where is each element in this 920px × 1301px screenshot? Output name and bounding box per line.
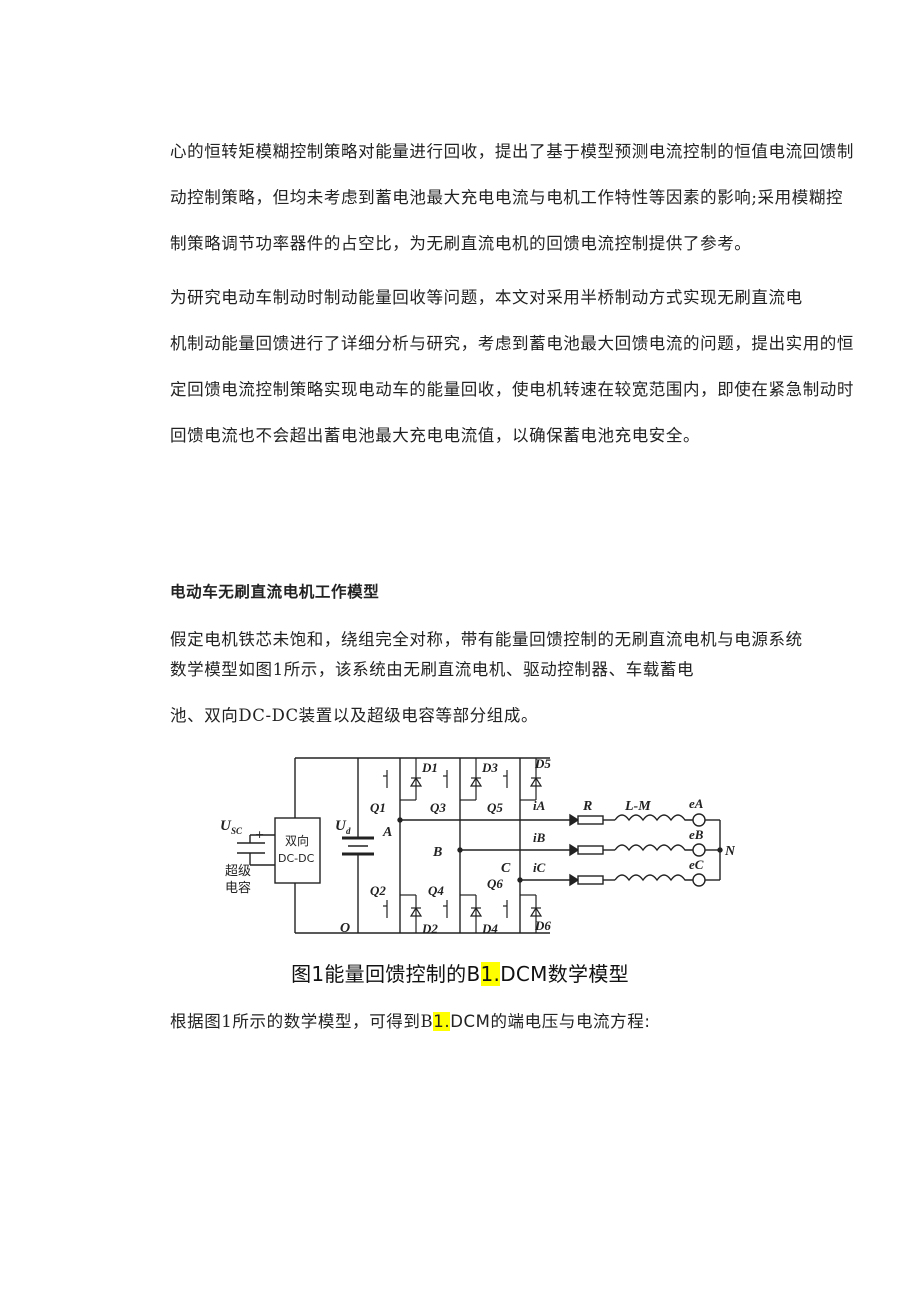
label-r: R xyxy=(582,799,592,814)
figure-caption: 图1能量回馈控制的B1.DCM数学模型 xyxy=(0,958,920,987)
intro-highlight: 1. xyxy=(433,1012,451,1031)
label-eb: eB xyxy=(689,827,704,842)
equation-intro-line: 根据图1所示的数学模型，可得到B1.DCM的端电压与电流方程: xyxy=(170,1012,651,1032)
label-usc-sub: SC xyxy=(231,826,243,836)
label-node-b: B xyxy=(432,845,442,860)
label-ib: iB xyxy=(533,830,546,845)
label-ec: eC xyxy=(689,857,704,872)
paragraph-3-line-1: 假定电机铁芯未饱和，绕组完全对称，带有能量回馈控制的无刷直流电机与电源系统 xyxy=(170,630,803,649)
label-lm: L-M xyxy=(624,799,651,814)
label-d3: D3 xyxy=(481,760,498,775)
paragraph-3-line-3: 池、双向DC-DC装置以及超级电容等部分组成。 xyxy=(170,706,539,725)
label-q4: Q4 xyxy=(428,883,444,898)
paragraph-1-line-1: 心的恒转矩模糊控制策略对能量进行回收，提出了基于模型预测电流控制的恒值电流回馈制 xyxy=(170,142,854,161)
intro-suffix: DCM的端电压与电流方程: xyxy=(450,1012,651,1031)
label-dcdc-2: DC-DC xyxy=(278,852,315,865)
label-d2: D2 xyxy=(421,921,438,936)
label-usc: U xyxy=(220,818,232,834)
label-node-o: O xyxy=(340,921,350,936)
paragraph-2-line-3: 定回馈电流控制策略实现电动车的能量回收，使电机转速在较宽范围内，即使在紧急制动时 xyxy=(170,380,854,399)
paragraph-1-line-2: 动控制策略，但均未考虑到蓄电池最大充电电流与电机工作特性等因素的影响;采用模糊控 xyxy=(170,188,844,207)
label-supercap-2: 电容 xyxy=(225,880,251,896)
label-node-n: N xyxy=(724,844,735,859)
intro-prefix: 根据图1所示的数学模型，可得到B xyxy=(170,1012,434,1031)
label-q6: Q6 xyxy=(487,876,503,891)
label-ud: U xyxy=(335,818,347,834)
label-dcdc-1: 双向 xyxy=(285,833,309,848)
label-plus: + xyxy=(255,828,264,841)
section-heading: 电动车无刷直流电机工作模型 xyxy=(170,583,380,601)
paragraph-2-line-4: 回馈电流也不会超出蓄电池最大充电电流值，以确保蓄电池充电安全。 xyxy=(170,426,701,445)
label-d1: D1 xyxy=(421,760,438,775)
paragraph-1-line-3: 制策略调节功率器件的占空比，为无刷直流电机的回馈电流控制提供了参考。 xyxy=(170,234,752,253)
caption-highlight: 1. xyxy=(480,962,501,986)
label-ia: iA xyxy=(533,798,546,813)
label-d5: D5 xyxy=(534,756,551,771)
paragraph-2-line-2: 机制动能量回馈进行了详细分析与研究，考虑到蓄电池最大回馈电流的问题，提出实用的恒 xyxy=(170,334,854,353)
label-d4: D4 xyxy=(481,921,498,936)
label-q3: Q3 xyxy=(430,800,446,815)
label-ea: eA xyxy=(689,796,704,811)
label-ic: iC xyxy=(533,860,546,875)
caption-prefix: 图1能量回馈控制的B xyxy=(291,962,481,986)
label-node-a: A xyxy=(382,825,392,840)
label-d6: D6 xyxy=(534,918,551,933)
circuit-diagram: U SC + 超级 电容 双向 DC-DC U d A B C O N Q1 Q… xyxy=(215,750,736,940)
caption-suffix: DCM数学模型 xyxy=(500,962,629,986)
label-ud-sub: d xyxy=(346,826,351,836)
label-supercap-1: 超级 xyxy=(225,864,251,879)
label-q2: Q2 xyxy=(370,883,386,898)
label-node-c: C xyxy=(501,861,511,876)
label-q1: Q1 xyxy=(370,800,386,815)
paragraph-2-line-1: 为研究电动车制动时制动能量回收等问题，本文对采用半桥制动方式实现无刷直流电 xyxy=(170,288,803,307)
label-q5: Q5 xyxy=(487,800,503,815)
paragraph-3-line-2: 数学模型如图1所示，该系统由无刷直流电机、驱动控制器、车载蓄电 xyxy=(170,660,695,679)
